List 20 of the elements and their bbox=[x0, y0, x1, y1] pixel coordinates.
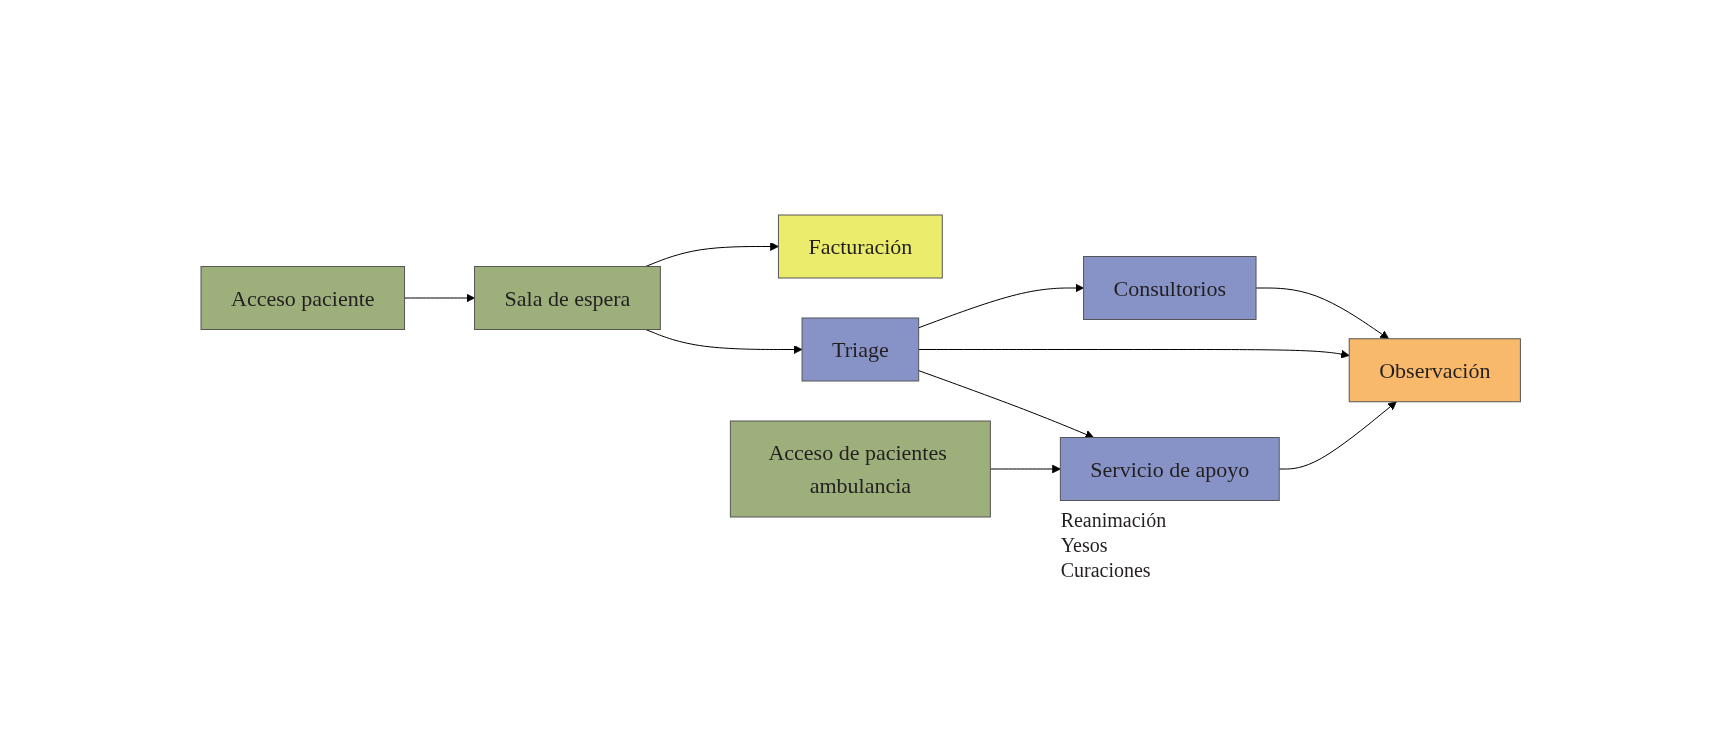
node-box: Triage bbox=[801, 317, 920, 381]
node-box: Servicio de apoyo bbox=[1060, 436, 1280, 501]
arrow bbox=[990, 464, 1062, 473]
arrow bbox=[404, 293, 476, 302]
node-box: Sala de espera bbox=[474, 265, 662, 330]
node-box: Consultorios bbox=[1083, 255, 1257, 320]
node-box: Acceso de pacientes ambulancia bbox=[730, 420, 992, 517]
node-box: Observación bbox=[1349, 337, 1522, 402]
note-text: Curaciones bbox=[1060, 558, 1152, 583]
node-box: Acceso paciente bbox=[200, 265, 406, 330]
arrow bbox=[918, 369, 1095, 439]
arrow bbox=[645, 328, 803, 354]
arrow bbox=[918, 348, 1350, 358]
node-box: Facturación bbox=[778, 214, 944, 278]
arrow bbox=[1279, 400, 1398, 469]
arrow bbox=[645, 241, 780, 267]
arrow bbox=[918, 283, 1085, 328]
arrow bbox=[1255, 287, 1390, 339]
note-text: Reanimación bbox=[1060, 508, 1167, 533]
note-text: Yesos bbox=[1060, 533, 1109, 558]
